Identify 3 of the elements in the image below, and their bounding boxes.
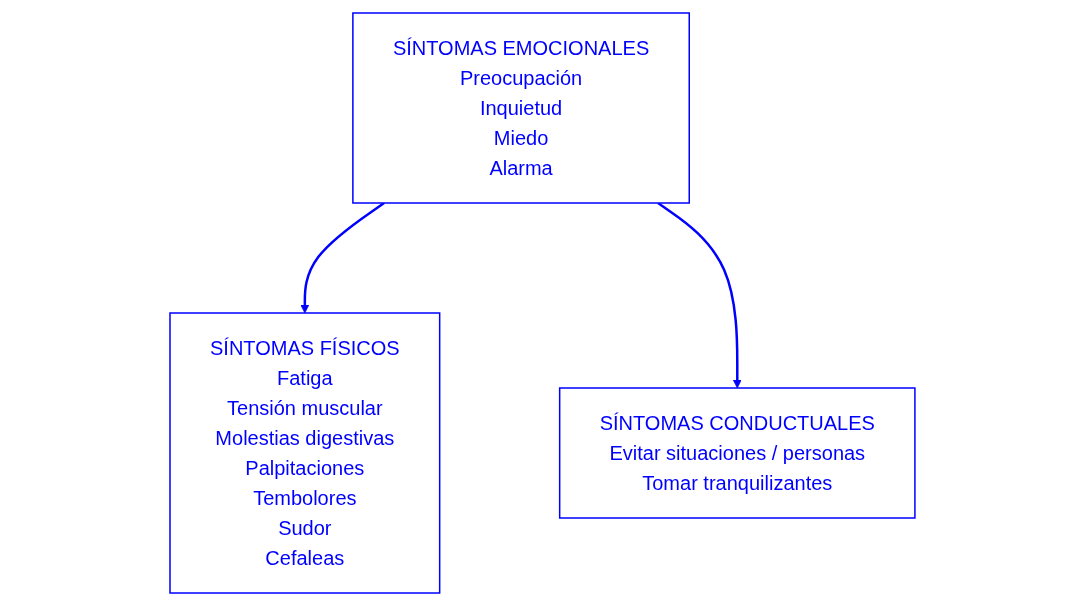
node-box: SÍNTOMAS CONDUCTUALES Evitar situaciones / personas Tomar tranquilizantes xyxy=(558,387,916,519)
node-box: SÍNTOMAS EMOCIONALES Preocupación Inquietud Miedo Alarma xyxy=(351,12,690,204)
node-box: SÍNTOMAS FÍSICOS Fatiga Tensión muscular Molestias digestivas Palpitaciones Tembolores Sudor Cefaleas xyxy=(168,312,440,594)
